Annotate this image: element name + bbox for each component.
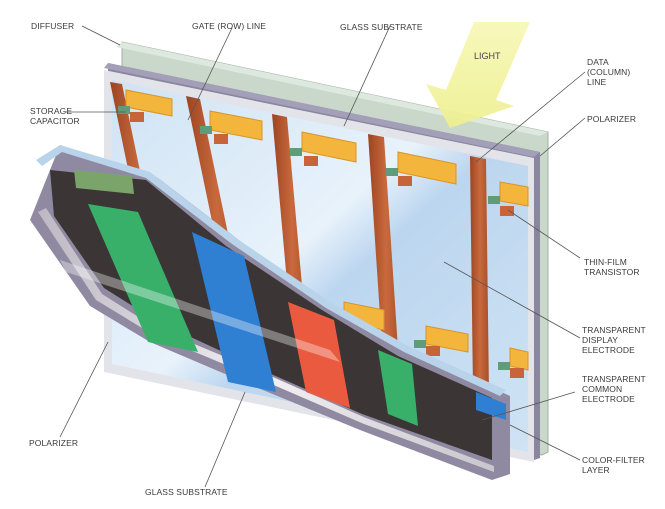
leader-lines — [59, 25, 586, 488]
label-data-column-line: DATA (COLUMN) LINE — [587, 57, 631, 87]
label-polarizer-left: POLARIZER — [29, 438, 79, 448]
label-storage-capacitor: STORAGE CAPACITOR — [30, 106, 80, 126]
label-glass-substrate-bottom: GLASS SUBSTRATE — [145, 487, 228, 497]
label-glass-substrate-top: GLASS SUBSTRATE — [340, 22, 423, 32]
label-color-filter-layer: COLOR-FILTER LAYER — [582, 455, 645, 475]
color-filter-layer — [50, 170, 506, 460]
storage-capacitors — [125, 89, 529, 371]
label-polarizer-right: POLARIZER — [587, 114, 637, 124]
label-transparent-common-electrode: TRANSPARENT COMMON ELECTRODE — [582, 374, 646, 404]
label-transparent-display-electrode: TRANSPARENT DISPLAY ELECTRODE — [582, 325, 646, 355]
light-arrow — [426, 22, 530, 128]
label-diffuser: DIFFUSER — [31, 21, 75, 31]
label-light: LIGHT — [474, 51, 501, 61]
label-gate-row-line: GATE (ROW) LINE — [192, 21, 267, 31]
label-thin-film-transistor: THIN-FILM TRANSISTOR — [584, 257, 640, 277]
